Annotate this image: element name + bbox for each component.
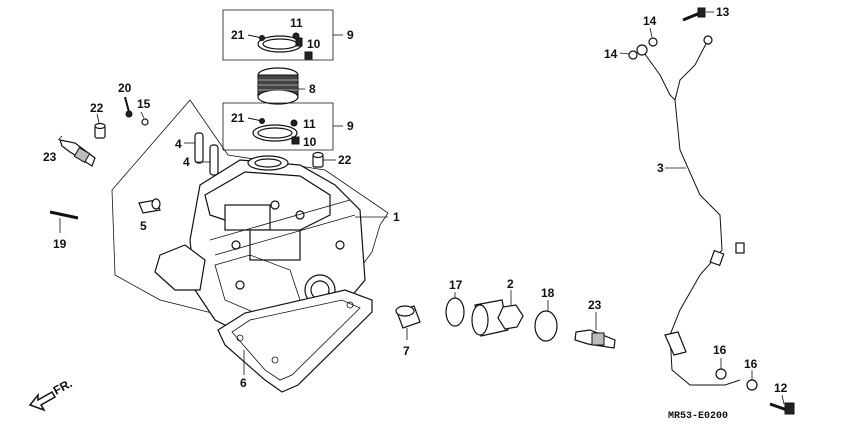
callout-20: 20 <box>118 81 132 95</box>
gasket-6 <box>217 289 373 393</box>
bolt-12 <box>769 394 795 415</box>
callout-16a: 16 <box>713 343 727 357</box>
cap-7 <box>395 305 421 340</box>
callout-labels: 1 2 3 4 4 5 6 7 8 9 9 10 10 11 11 12 13 … <box>43 5 788 395</box>
callout-5: 5 <box>140 219 147 233</box>
bolt-20-washer-15 <box>124 96 149 126</box>
callout-18: 18 <box>541 286 555 300</box>
callout-10b: 10 <box>303 135 317 149</box>
callout-19: 19 <box>53 237 67 251</box>
callout-16b: 16 <box>744 357 758 371</box>
cap-22-right <box>312 151 336 168</box>
clamp-lower <box>247 117 300 145</box>
clamp-upper <box>247 32 313 60</box>
callout-7: 7 <box>403 344 410 358</box>
callout-13: 13 <box>716 5 730 19</box>
callout-23a: 23 <box>43 150 57 164</box>
callout-9a: 9 <box>347 28 354 42</box>
wire-harness-3 <box>636 35 745 386</box>
callout-10a: 10 <box>307 37 321 51</box>
callout-6: 6 <box>240 376 247 390</box>
spark-plug-23-mid <box>574 312 616 349</box>
diagram-code: MR53-E0200 <box>668 411 728 422</box>
filter-element-8 <box>257 67 305 105</box>
plug-2 <box>471 290 524 337</box>
callout-8: 8 <box>309 82 316 96</box>
spark-plug-23-left <box>57 135 96 167</box>
collar-5 <box>138 198 161 214</box>
front-direction-arrow: FR. <box>28 376 75 412</box>
callout-2: 2 <box>507 277 514 291</box>
callout-3: 3 <box>657 161 664 175</box>
callout-9b: 9 <box>347 119 354 133</box>
callout-21a: 21 <box>231 28 245 42</box>
callout-23b: 23 <box>588 298 602 312</box>
bracket-9-upper <box>222 9 343 61</box>
o-ring-17 <box>445 292 465 327</box>
callout-22a: 22 <box>90 101 104 115</box>
front-label: FR. <box>51 376 75 397</box>
washers-16 <box>715 358 758 391</box>
stud-19 <box>49 210 79 233</box>
callout-4b: 4 <box>183 155 190 169</box>
callout-17: 17 <box>449 278 463 292</box>
bracket-9-lower <box>222 102 343 151</box>
callout-21b: 21 <box>231 111 245 125</box>
callout-1: 1 <box>393 210 400 224</box>
bolt-13 <box>682 7 714 22</box>
cap-22-left <box>94 113 106 139</box>
o-ring-18 <box>534 300 558 342</box>
callout-14b: 14 <box>604 47 618 61</box>
callout-15: 15 <box>137 97 151 111</box>
dowel-pins-4 <box>184 132 219 176</box>
callout-14a: 14 <box>643 14 657 28</box>
washers-14 <box>619 27 658 60</box>
callout-4a: 4 <box>175 137 182 151</box>
callout-22b: 22 <box>338 153 352 167</box>
callout-11b: 11 <box>303 117 316 131</box>
callout-11a: 11 <box>290 16 303 30</box>
callout-12: 12 <box>774 381 788 395</box>
